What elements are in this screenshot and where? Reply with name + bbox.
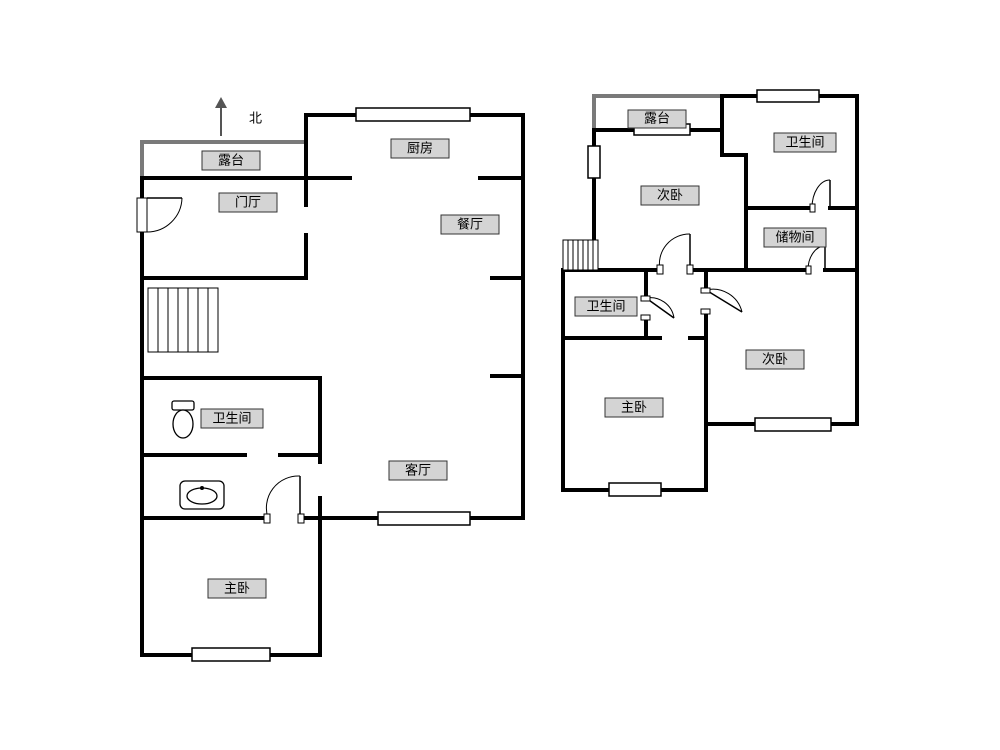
right-master-window bbox=[608, 482, 662, 497]
left-master-window bbox=[191, 647, 271, 662]
left-bathroom-door[interactable] bbox=[263, 475, 305, 524]
right-terrace-outline bbox=[592, 94, 722, 130]
room-label-text: 卫生间 bbox=[586, 300, 625, 315]
room-label-living: 客厅 bbox=[388, 460, 448, 481]
toilet-icon bbox=[171, 400, 195, 439]
storage-door[interactable] bbox=[805, 245, 826, 275]
room-label-text: 主卧 bbox=[224, 582, 250, 597]
north-arrow: 北 bbox=[215, 97, 262, 136]
room-label-kitchen: 厨房 bbox=[390, 138, 450, 159]
room-label-text: 主卧 bbox=[621, 401, 647, 416]
room-label-text: 次卧 bbox=[762, 352, 788, 368]
right-bedroom-window bbox=[754, 417, 832, 432]
room-label-right-bedroom: 次卧 bbox=[745, 349, 805, 370]
left-floor-plan: 露台 厨房 门厅 餐厅 卫生间 客厅 主卧 bbox=[136, 107, 525, 662]
top-bath-door[interactable] bbox=[809, 179, 831, 213]
room-label-top-bathroom: 卫生间 bbox=[773, 132, 837, 153]
right-floor-plan: 露台 卫生间 次卧 储物间 卫生间 次卧 主卧 bbox=[561, 89, 859, 497]
room-label-text: 客厅 bbox=[405, 463, 431, 479]
right-lower-outer bbox=[561, 268, 859, 492]
north-label: 北 bbox=[249, 112, 262, 127]
room-label-text: 卫生间 bbox=[785, 136, 824, 151]
room-label-text: 厨房 bbox=[407, 141, 433, 157]
room-label-text: 门厅 bbox=[235, 196, 261, 211]
right-bedroom-door[interactable] bbox=[700, 287, 743, 315]
living-window bbox=[377, 511, 471, 526]
room-label-right-master: 主卧 bbox=[604, 397, 664, 418]
room-label-foyer: 门厅 bbox=[218, 192, 278, 213]
room-label-mid-bathroom: 卫生间 bbox=[574, 296, 638, 317]
room-label-text: 次卧 bbox=[657, 188, 683, 204]
top-bath-window bbox=[756, 89, 820, 103]
left-terrace-outline bbox=[140, 140, 306, 178]
room-label-text: 餐厅 bbox=[457, 217, 483, 233]
left-staircase bbox=[147, 287, 219, 353]
room-label-text: 露台 bbox=[644, 112, 670, 127]
room-label-storage: 储物间 bbox=[763, 227, 827, 248]
mid-bath-door[interactable] bbox=[640, 295, 675, 321]
kitchen-window bbox=[355, 107, 471, 122]
foyer-door[interactable] bbox=[136, 197, 183, 233]
left-wall-top bbox=[304, 113, 525, 520]
room-label-text: 露台 bbox=[218, 154, 244, 169]
room-label-left-master: 主卧 bbox=[207, 578, 267, 599]
room-label-dining: 餐厅 bbox=[440, 214, 500, 235]
room-label-left-bathroom: 卫生间 bbox=[200, 408, 264, 429]
room-label-upper-bedroom: 次卧 bbox=[640, 185, 700, 206]
room-label-text: 储物间 bbox=[775, 231, 814, 246]
sink-icon bbox=[179, 480, 225, 510]
upper-bedroom-side-window bbox=[587, 145, 601, 179]
right-staircase bbox=[562, 239, 599, 271]
room-label-text: 卫生间 bbox=[212, 412, 251, 427]
room-label-right-terrace: 露台 bbox=[627, 109, 687, 129]
room-label-left-terrace: 露台 bbox=[201, 150, 261, 171]
upper-bedroom-door[interactable] bbox=[656, 233, 694, 275]
